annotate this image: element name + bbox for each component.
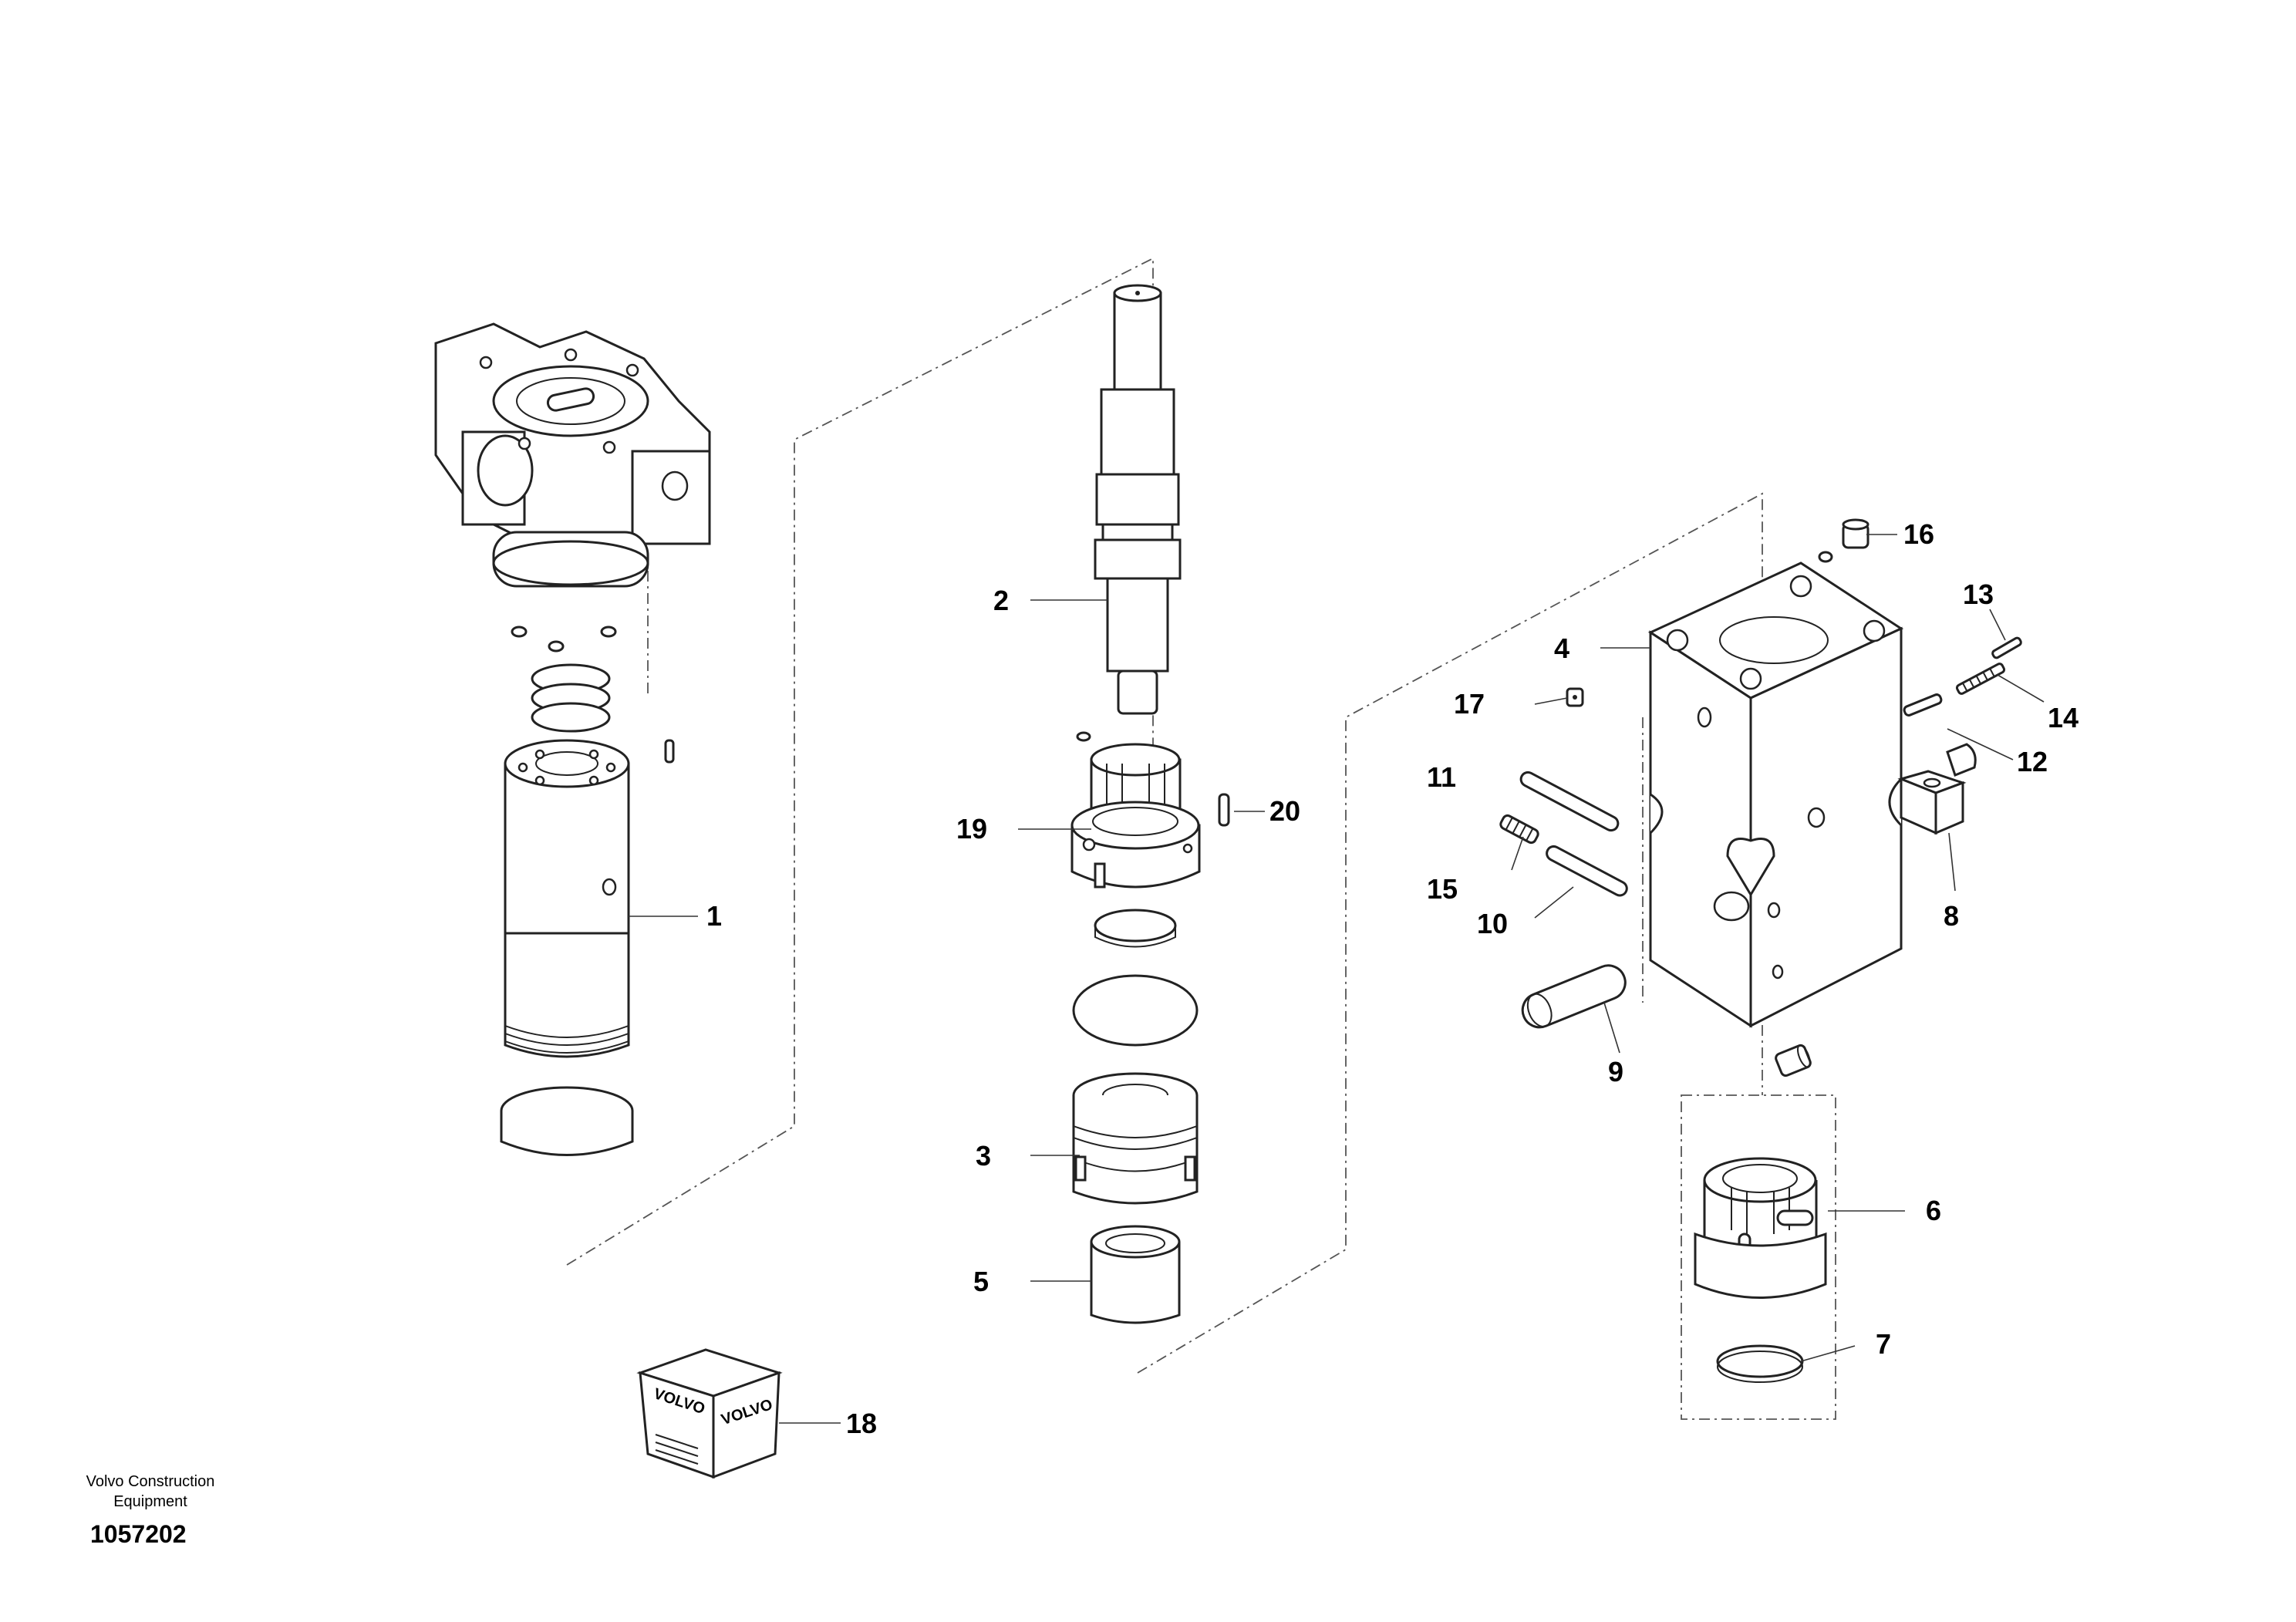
- callout-10: 10: [1477, 908, 1508, 939]
- kit-box-18: VOLVO VOLVO: [636, 1348, 783, 1479]
- callout-9: 9: [1608, 1056, 1623, 1088]
- pin-20: [1218, 793, 1230, 827]
- piston-shaft: [1094, 284, 1182, 715]
- pin-12: [1903, 693, 1943, 717]
- caption-company-line1: Volvo Construction: [86, 1473, 215, 1490]
- ring-7: [1716, 1344, 1804, 1383]
- document-number: 1057202: [90, 1520, 187, 1548]
- block-8: [1897, 770, 1967, 835]
- callout-15: 15: [1427, 873, 1458, 905]
- guide-3: [1072, 1072, 1199, 1205]
- cylinder-body: [504, 739, 630, 1058]
- plug-16: [1818, 518, 1870, 563]
- valve-block: [1647, 561, 1904, 1028]
- callout-16: 16: [1903, 518, 1934, 550]
- callout-4: 4: [1554, 632, 1569, 664]
- part-4-valve-block: [1499, 518, 2022, 1383]
- valve-6: [1694, 1157, 1827, 1299]
- plug-9: [1521, 964, 1627, 1029]
- callout-labels: 1 2 3 4 5 6 7 8 9 10 11 12 13 14 15 16 1…: [706, 518, 2079, 1439]
- spring-15: [1499, 814, 1539, 845]
- callout-19: 19: [956, 813, 987, 845]
- head-housing: [434, 322, 711, 588]
- sleeve-below-block: [1775, 1044, 1812, 1077]
- fitting-17: [1566, 687, 1584, 707]
- callout-20: 20: [1269, 795, 1300, 827]
- assembly-frames: [566, 257, 1836, 1420]
- part-2-piston-column: [1070, 284, 1230, 1324]
- valve-bushing-19: [1070, 743, 1201, 889]
- callout-18: 18: [846, 1408, 877, 1439]
- spring-14: [1955, 663, 2006, 695]
- callout-13: 13: [1963, 578, 1994, 610]
- callout-3: 3: [976, 1140, 991, 1172]
- plug-near-12: [1946, 743, 1977, 777]
- callout-7: 7: [1876, 1328, 1891, 1360]
- callout-2: 2: [993, 585, 1009, 616]
- drawing-caption: Volvo Construction Equipment 1057202: [86, 1473, 215, 1548]
- callout-14: 14: [2048, 702, 2079, 733]
- bushing-5: [1090, 1225, 1181, 1324]
- caption-company-line2: Equipment: [113, 1493, 187, 1510]
- callout-17: 17: [1454, 688, 1485, 720]
- callout-12: 12: [2017, 746, 2048, 777]
- callout-8: 8: [1944, 900, 1959, 932]
- callout-5: 5: [973, 1266, 989, 1297]
- part-1-cylinder-assembly: [434, 322, 711, 1156]
- pin-10: [1546, 845, 1628, 897]
- leader-lines: [629, 534, 2045, 1424]
- callout-1: 1: [706, 900, 722, 932]
- callout-6: 6: [1926, 1195, 1941, 1226]
- pin-13: [1991, 636, 2022, 659]
- pin-11: [1519, 771, 1620, 832]
- callout-11: 11: [1427, 761, 1456, 793]
